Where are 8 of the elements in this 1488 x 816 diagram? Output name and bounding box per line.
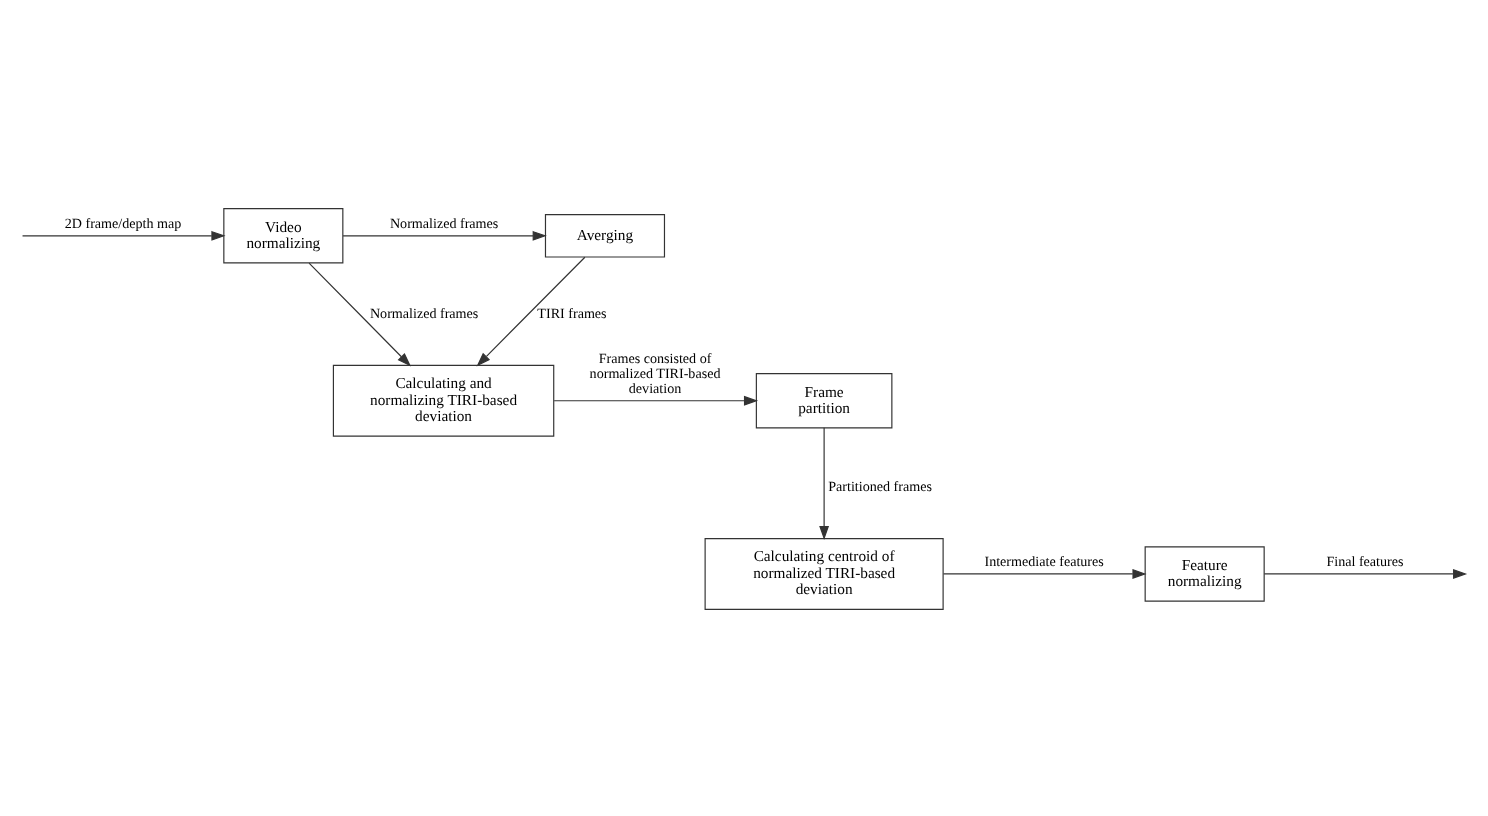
arrow xyxy=(21,229,226,240)
arrow xyxy=(308,261,412,366)
arrow xyxy=(342,229,547,240)
arrow xyxy=(1263,568,1468,578)
arrow xyxy=(942,568,1147,578)
arrow xyxy=(819,426,830,540)
arrow xyxy=(476,255,586,366)
arrow xyxy=(553,394,759,405)
